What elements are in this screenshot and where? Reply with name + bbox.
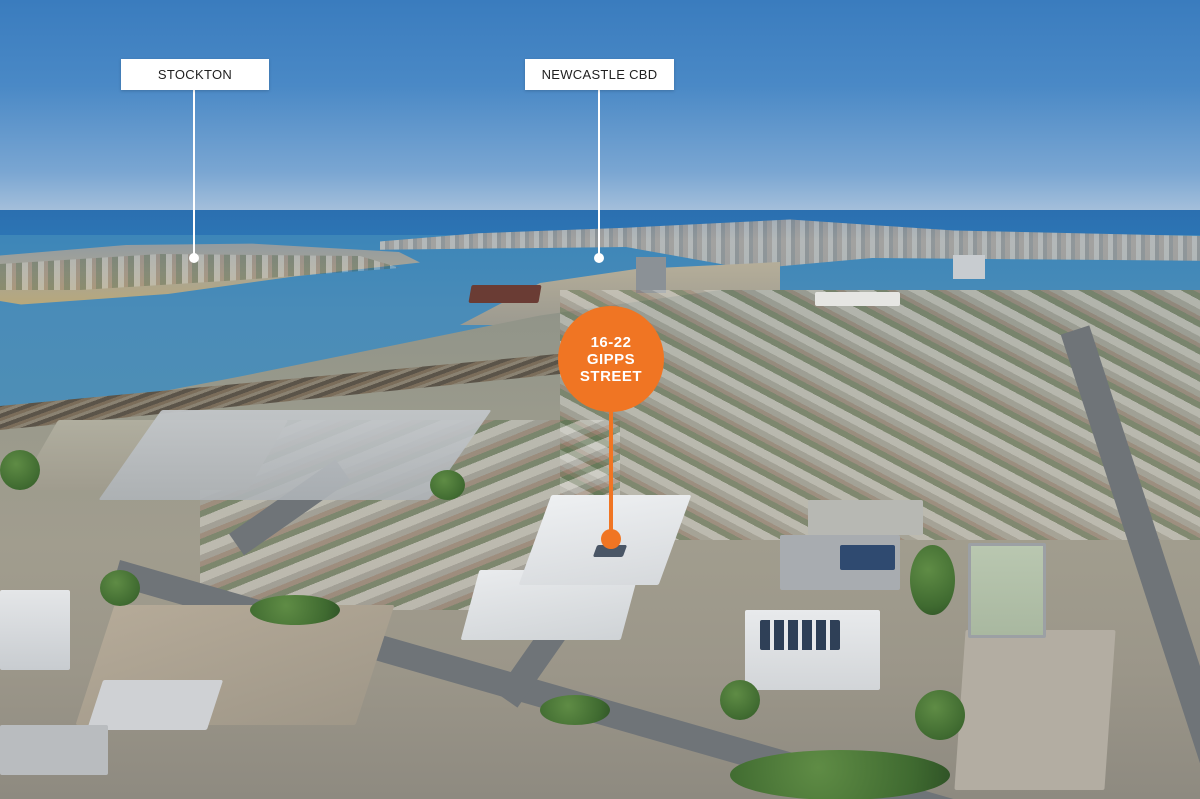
cargo-ship bbox=[468, 285, 542, 303]
solar-panels-front bbox=[760, 620, 840, 650]
newcastle-cbd-label[interactable]: NEWCASTLE CBD bbox=[525, 59, 674, 90]
tree bbox=[250, 595, 340, 625]
tree bbox=[730, 750, 950, 799]
subject-location-dot bbox=[601, 529, 621, 549]
shed-bottom-left bbox=[0, 725, 108, 775]
subject-leader-line bbox=[609, 410, 613, 535]
subject-address-line-1: 16-22 bbox=[590, 333, 632, 351]
warehouse-annex bbox=[86, 680, 224, 730]
stockton-leader-line bbox=[193, 90, 195, 256]
sky bbox=[0, 0, 1200, 215]
tree bbox=[915, 690, 965, 740]
stockton-location-dot bbox=[189, 253, 199, 263]
grain-silo bbox=[636, 257, 666, 293]
building-shed bbox=[808, 500, 923, 535]
newcastle-cbd-label-text: NEWCASTLE CBD bbox=[541, 67, 658, 82]
subject-address-line-3: STREET bbox=[579, 367, 643, 385]
stockton-label[interactable]: STOCKTON bbox=[121, 59, 269, 90]
stockton-label-text: STOCKTON bbox=[157, 67, 233, 82]
concrete-yard bbox=[954, 630, 1116, 790]
tree bbox=[540, 695, 610, 725]
tree bbox=[430, 470, 465, 500]
port-shed bbox=[815, 292, 900, 306]
grain-silo-right bbox=[953, 255, 985, 279]
tree bbox=[910, 545, 955, 615]
newcastle-cbd-location-dot bbox=[594, 253, 604, 263]
tree bbox=[100, 570, 140, 606]
solar-panels-mid bbox=[840, 545, 895, 570]
subject-site-marker[interactable]: 16-22 GIPPS STREET bbox=[558, 306, 664, 412]
green-roof-building bbox=[968, 543, 1046, 638]
white-warehouse-left bbox=[0, 590, 70, 670]
tree bbox=[720, 680, 760, 720]
subject-address-line-2: GIPPS bbox=[586, 350, 636, 368]
tree bbox=[0, 450, 40, 490]
newcastle-cbd-leader-line bbox=[598, 90, 600, 256]
